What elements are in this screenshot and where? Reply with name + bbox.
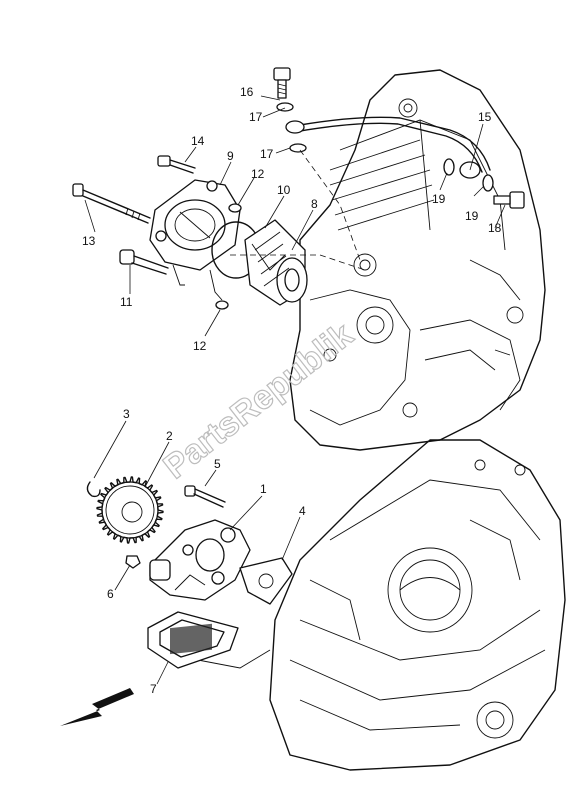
union-bolt — [493, 191, 525, 209]
callout-4: 4 — [299, 504, 306, 518]
callout-7: 7 — [150, 682, 157, 696]
o-ring — [215, 300, 229, 310]
callout-17a: 17 — [249, 110, 263, 124]
callout-12a: 12 — [251, 167, 265, 181]
pump-gasket — [258, 573, 274, 589]
cover-bolt — [119, 249, 169, 275]
assembly-line — [230, 254, 366, 271]
callout-17b: 17 — [260, 147, 274, 161]
callout-18: 18 — [488, 221, 502, 235]
callout-13: 13 — [82, 234, 96, 248]
oil-pump-drive-gear — [96, 476, 164, 544]
callout-11: 11 — [120, 295, 133, 309]
callout-labels: 1 2 3 4 5 6 7 8 9 10 11 12 12 13 14 15 1… — [82, 85, 502, 696]
callout-8: 8 — [311, 197, 318, 211]
upper-crankcase — [289, 69, 546, 451]
long-bolt — [72, 183, 151, 224]
callout-2: 2 — [166, 429, 173, 443]
callout-9: 9 — [227, 149, 234, 163]
lower-crankcase — [269, 439, 566, 771]
gasket-washer — [443, 158, 455, 176]
pump-bolt — [184, 485, 226, 508]
assembly-line — [197, 649, 271, 669]
front-arrow-icon — [60, 688, 134, 726]
assembly-line — [299, 149, 361, 261]
leader-lines — [84, 95, 506, 685]
callout-15: 15 — [478, 110, 492, 124]
oil-filter-element — [244, 219, 308, 306]
oil-delivery-pipe — [285, 116, 491, 179]
union-bolt — [273, 67, 291, 99]
o-ring — [228, 203, 242, 213]
copper-washer — [276, 102, 294, 112]
circlip — [86, 481, 101, 498]
oil-filter-cover — [149, 179, 241, 271]
washer — [125, 555, 141, 569]
gasket-washer — [482, 174, 494, 192]
callout-19b: 19 — [465, 209, 479, 223]
callout-1: 1 — [260, 482, 267, 496]
assembly-line — [209, 269, 223, 301]
callout-14: 14 — [191, 134, 205, 148]
oil-pump-assembly — [149, 519, 251, 601]
callout-5: 5 — [214, 457, 221, 471]
oil-strainer — [147, 611, 239, 669]
callout-10: 10 — [277, 183, 291, 197]
assembly-line — [172, 264, 185, 286]
watermark-text: PartsRepublik — [157, 316, 361, 487]
callout-6: 6 — [107, 587, 114, 601]
cover-bolt — [157, 155, 196, 174]
pump-gasket — [239, 557, 293, 605]
copper-washer — [289, 143, 307, 153]
callout-16: 16 — [240, 85, 254, 99]
callout-19a: 19 — [432, 192, 446, 206]
callout-12b: 12 — [193, 339, 207, 353]
callout-3: 3 — [123, 407, 130, 421]
